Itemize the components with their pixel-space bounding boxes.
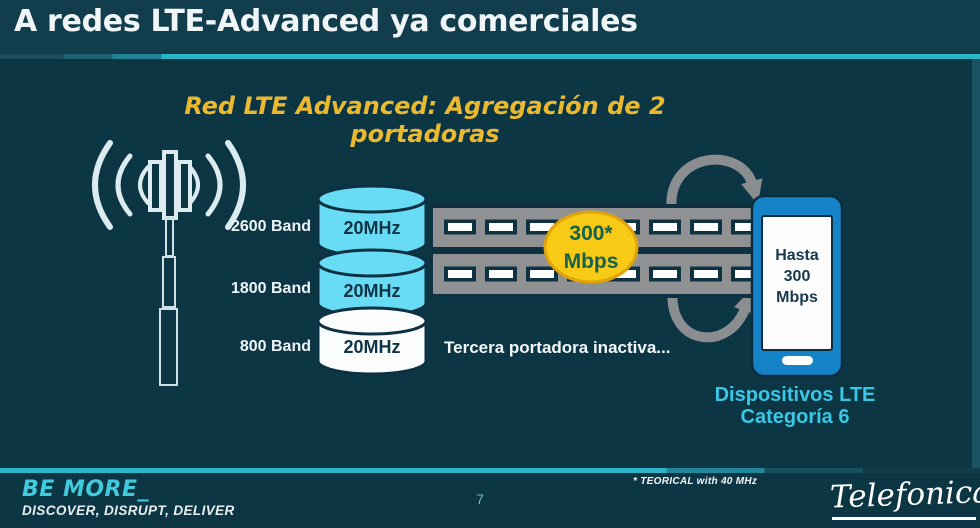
bandwidth-label: 20MHz bbox=[343, 337, 400, 357]
diagram-subtitle: Red LTE Advanced: Agregación de 2 portad… bbox=[184, 92, 666, 148]
device-caption-line2: Categoría 6 bbox=[741, 406, 850, 428]
band-label: 800 Band bbox=[240, 338, 311, 355]
carrier-aggregation-arrows-icon bbox=[666, 154, 763, 343]
cell-tower-icon bbox=[92, 140, 246, 386]
telefonica-logo-underline bbox=[832, 517, 976, 520]
lte-diagram: 2600 Band 1800 Band 800 Band 20MHz 20MHz… bbox=[92, 140, 876, 428]
brand-slogan: BE MORE_ bbox=[22, 477, 150, 502]
slide-title: A redes LTE-Advanced ya comerciales bbox=[14, 4, 638, 39]
slide-right-edge bbox=[972, 59, 980, 469]
telefonica-logo: Telefonica bbox=[829, 473, 980, 516]
inactive-carrier-note: Tercera portadora inactiva... bbox=[444, 338, 670, 357]
device-caption-line1: Dispositivos LTE bbox=[715, 384, 876, 406]
bandwidth-label: 20MHz bbox=[343, 218, 400, 238]
page-number: 7 bbox=[476, 491, 484, 507]
phone-screen-line3: Mbps bbox=[776, 289, 818, 306]
brand-tagline: DISCOVER, DISRUPT, DELIVER bbox=[22, 503, 235, 518]
band-cylinder-1800 bbox=[316, 248, 428, 318]
header-divider bbox=[0, 54, 980, 59]
phone-home-button bbox=[782, 356, 813, 365]
speed-bubble-line1: 300* bbox=[569, 222, 613, 245]
phone-screen-line1: Hasta bbox=[775, 247, 819, 264]
speed-bubble: 300* Mbps bbox=[543, 210, 639, 284]
band-label: 1800 Band bbox=[231, 280, 311, 297]
phone-screen-line2: 300 bbox=[784, 268, 811, 285]
speed-bubble-line2: Mbps bbox=[564, 250, 619, 273]
slide-header: A redes LTE-Advanced ya comerciales bbox=[0, 0, 980, 54]
footnote: * TEORICAL with 40 MHz bbox=[633, 476, 758, 487]
footer-divider bbox=[0, 468, 980, 473]
bandwidth-label: 20MHz bbox=[343, 281, 400, 301]
band-label: 2600 Band bbox=[231, 218, 311, 235]
band-cylinder-800 bbox=[316, 306, 428, 376]
smartphone-icon: Hasta 300 Mbps bbox=[750, 194, 844, 378]
